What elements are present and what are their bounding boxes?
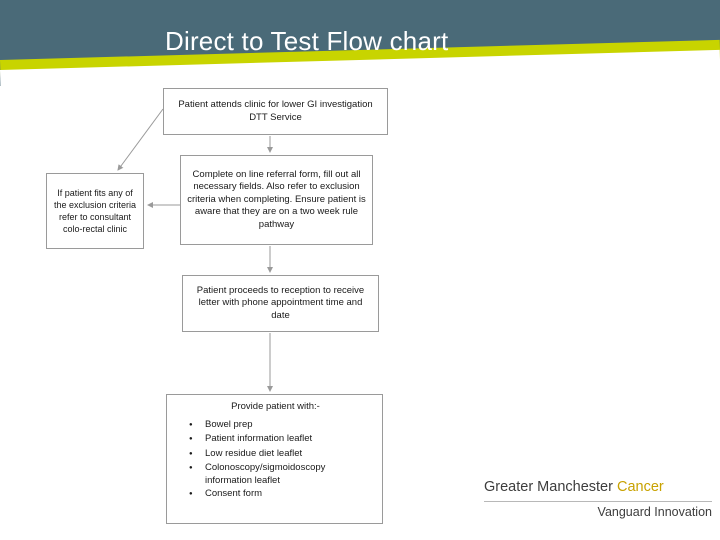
list-item: Bowel prep	[189, 418, 374, 433]
brand-accent-text: Cancer	[616, 479, 664, 495]
node-2-text: Complete on line referral form, fill out…	[187, 168, 366, 230]
node-5-list: Bowel prep Patient information leaflet L…	[177, 418, 374, 502]
node-4-text: If patient fits any of the exclusion cri…	[53, 188, 137, 234]
flow-node-reception-appointment: Patient proceeds to reception to receive…	[182, 275, 379, 332]
footer-brand: Greater Manchester Cancer	[484, 479, 714, 495]
node-3-text: Patient proceeds to reception to receive…	[196, 284, 365, 321]
brand-primary-text: Greater Manchester	[484, 479, 617, 495]
list-item: Consent form	[189, 487, 374, 502]
node-5-title: Provide patient with:-	[231, 401, 320, 412]
list-item: Patient information leaflet	[189, 432, 374, 447]
flow-node-provide-patient-with: Provide patient with:- Bowel prep Patien…	[166, 394, 383, 524]
flow-node-patient-attends-clinic: Patient attends clinic for lower GI inve…	[163, 88, 388, 135]
node-1-line-2: DTT Service	[249, 111, 302, 123]
header-band	[0, 0, 720, 86]
flow-node-referral-form: Complete on line referral form, fill out…	[180, 155, 373, 245]
list-item: Colonoscopy/sigmoidoscopy	[189, 461, 374, 476]
list-item: Low residue diet leaflet	[189, 447, 374, 462]
flow-node-exclusion-criteria: If patient fits any of the exclusion cri…	[46, 173, 144, 249]
page-title: Direct to Test Flow chart	[165, 26, 449, 56]
footer-subtitle: Vanguard Innovation	[597, 505, 712, 519]
node-1-line-1: Patient attends clinic for lower GI inve…	[178, 99, 373, 110]
footer-divider	[484, 501, 712, 502]
list-item-continuation: information leaflet	[205, 475, 280, 486]
